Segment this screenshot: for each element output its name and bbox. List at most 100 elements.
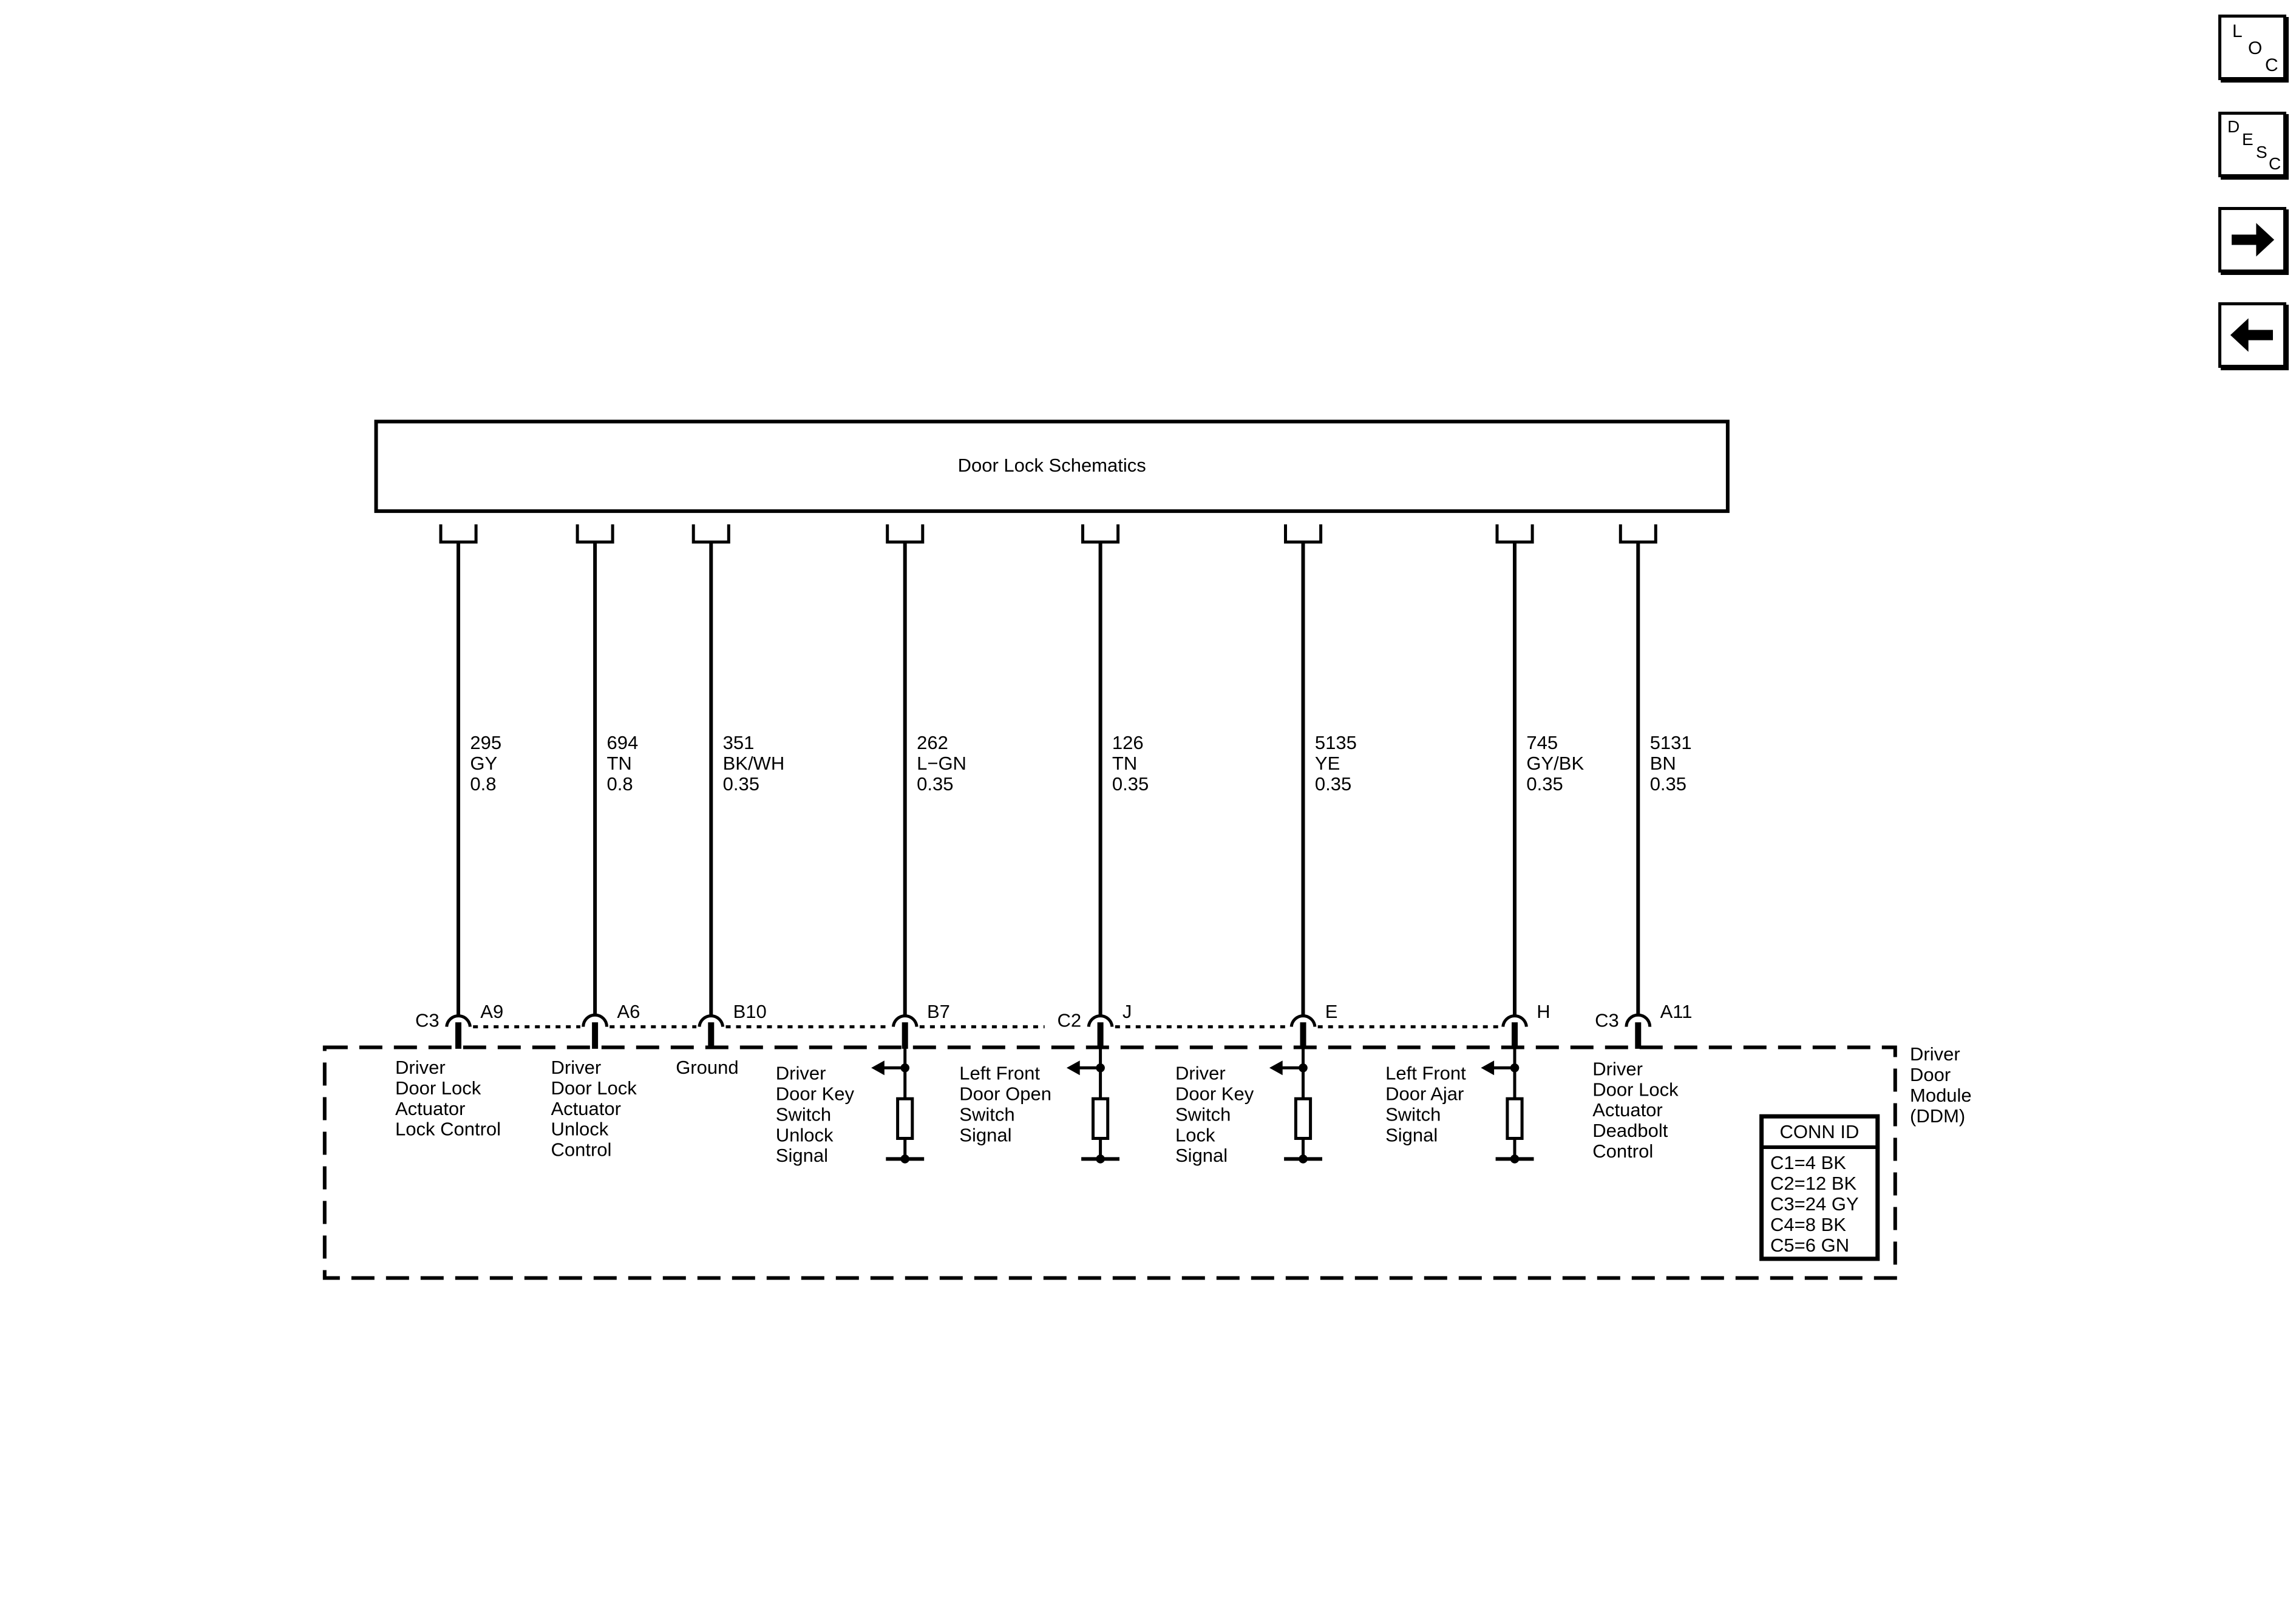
junction-dot <box>900 1063 909 1073</box>
wire-circuit-label: 262 <box>917 732 948 753</box>
connector-cavity <box>1289 1014 1317 1027</box>
conn-id-row: C2=12 BK <box>1770 1173 1857 1194</box>
connector-label: C3 <box>415 1010 440 1031</box>
signal-arrow-head <box>871 1060 885 1076</box>
circuit-function-line: Unlock <box>551 1119 609 1140</box>
conn-id-row: C5=6 GN <box>1770 1235 1849 1256</box>
circuit-function-line: Switch <box>1385 1104 1441 1125</box>
wire-circuit-label: 694 <box>607 732 639 753</box>
conn-id-header: CONN ID <box>1780 1121 1860 1142</box>
pin-label: A9 <box>480 1001 503 1022</box>
circuit-function-line: Deadbolt <box>1592 1120 1668 1141</box>
loc-button[interactable]: L O C <box>2218 15 2286 80</box>
signal-arrow-head <box>1481 1060 1495 1076</box>
desc-button[interactable]: D E S C <box>2218 112 2286 177</box>
desc-letter: D <box>2227 117 2240 136</box>
circuit-function-line: Signal <box>776 1145 828 1166</box>
wire-circuit-label: 295 <box>470 732 501 753</box>
pin-label: J <box>1123 1001 1132 1022</box>
resistor <box>1506 1097 1524 1140</box>
top-connector-terminal <box>576 524 614 544</box>
circuit-function-line: Door Lock <box>551 1077 637 1099</box>
conn-id-row: C4=8 BK <box>1770 1214 1846 1235</box>
wire-color-label: TN <box>607 753 632 774</box>
module-label-line: (DDM) <box>1910 1105 1965 1127</box>
circuit-function-line: Door Open <box>959 1083 1051 1105</box>
top-connector-terminal <box>886 524 925 544</box>
wire-size-label: 0.35 <box>723 773 759 795</box>
switch-input-symbol <box>1066 1047 1119 1164</box>
connector-cavity <box>891 1014 919 1027</box>
switch-input-symbol <box>1481 1047 1534 1164</box>
wire-size-label: 0.35 <box>1112 773 1149 795</box>
signal-arrow-head <box>1269 1060 1283 1076</box>
module-label-line: Module <box>1910 1085 1972 1106</box>
top-connector-terminal <box>1284 524 1323 544</box>
circuit-function-line: Left Front <box>959 1063 1040 1084</box>
junction-dot <box>1096 1063 1105 1073</box>
loc-letter: C <box>2265 55 2278 75</box>
schematic-box[interactable] <box>374 419 1730 514</box>
wire-color-label: BK/WH <box>723 753 785 774</box>
next-button[interactable] <box>2218 207 2286 273</box>
top-connector-terminal <box>691 524 730 544</box>
circuit-function-line: Driver <box>776 1063 826 1084</box>
wire-circuit-label: 745 <box>1526 732 1558 753</box>
connector-cavity <box>1501 1014 1528 1027</box>
conn-id-row: C1=4 BK <box>1770 1152 1846 1173</box>
connector-cavity <box>1625 1013 1652 1027</box>
circuit-function-line: Driver <box>1175 1063 1226 1084</box>
ground-dot <box>1510 1154 1520 1164</box>
wire-size-label: 0.8 <box>607 773 633 795</box>
wire-circuit-label: 126 <box>1112 732 1144 753</box>
signal-arrow-head <box>1066 1060 1080 1076</box>
circuit-function-line: Signal <box>959 1124 1011 1145</box>
circuit-function-line: Signal <box>1175 1145 1228 1166</box>
wire-color-label: BN <box>1650 753 1676 774</box>
circuit-function-line: Door Lock <box>1592 1079 1679 1100</box>
pin-label: A11 <box>1660 1001 1693 1022</box>
circuit-function-line: Unlock <box>776 1124 834 1145</box>
ground-dot <box>1096 1154 1105 1164</box>
circuit-function-line: Signal <box>1385 1124 1438 1145</box>
circuit-function-line: Door Lock <box>395 1077 481 1099</box>
connector-label: C3 <box>1595 1010 1619 1031</box>
circuit-function-line: Switch <box>959 1104 1014 1125</box>
resistor <box>896 1097 914 1140</box>
junction-dot <box>1510 1063 1520 1073</box>
desc-letter: C <box>2269 154 2281 173</box>
ground-dot <box>1299 1154 1308 1164</box>
schematic-title[interactable]: Door Lock Schematics <box>958 455 1146 476</box>
wire-color-label: TN <box>1112 753 1137 774</box>
pin-label: H <box>1537 1001 1550 1022</box>
desc-letter: S <box>2256 143 2267 161</box>
circuit-function-line: Lock <box>1175 1124 1215 1145</box>
circuit-function-line: Ground <box>676 1057 738 1078</box>
pin-label: A6 <box>617 1001 640 1022</box>
circuit-function-line: Control <box>551 1139 612 1161</box>
conn-id-row: C3=24 GY <box>1770 1193 1859 1215</box>
driver-door-module: Driver Door Module (DDM) <box>322 1043 1977 1280</box>
switch-input-symbol <box>1269 1047 1322 1164</box>
prev-button[interactable] <box>2218 302 2286 368</box>
module-label: Driver Door Module (DDM) <box>1910 1043 1977 1127</box>
circuit-function-line: Lock Control <box>395 1119 501 1140</box>
wire-size-label: 0.35 <box>1526 773 1563 795</box>
connector-label: C2 <box>1057 1010 1081 1031</box>
circuit-function-line: Driver <box>395 1057 446 1078</box>
circuit-function-line: Driver <box>551 1057 602 1078</box>
wire-circuit-label: 351 <box>723 732 755 753</box>
wire-size-label: 0.35 <box>917 773 953 795</box>
wire-circuit-label: 5131 <box>1650 732 1692 753</box>
pin-label: B10 <box>733 1001 767 1022</box>
connector-cavity <box>445 1014 472 1027</box>
